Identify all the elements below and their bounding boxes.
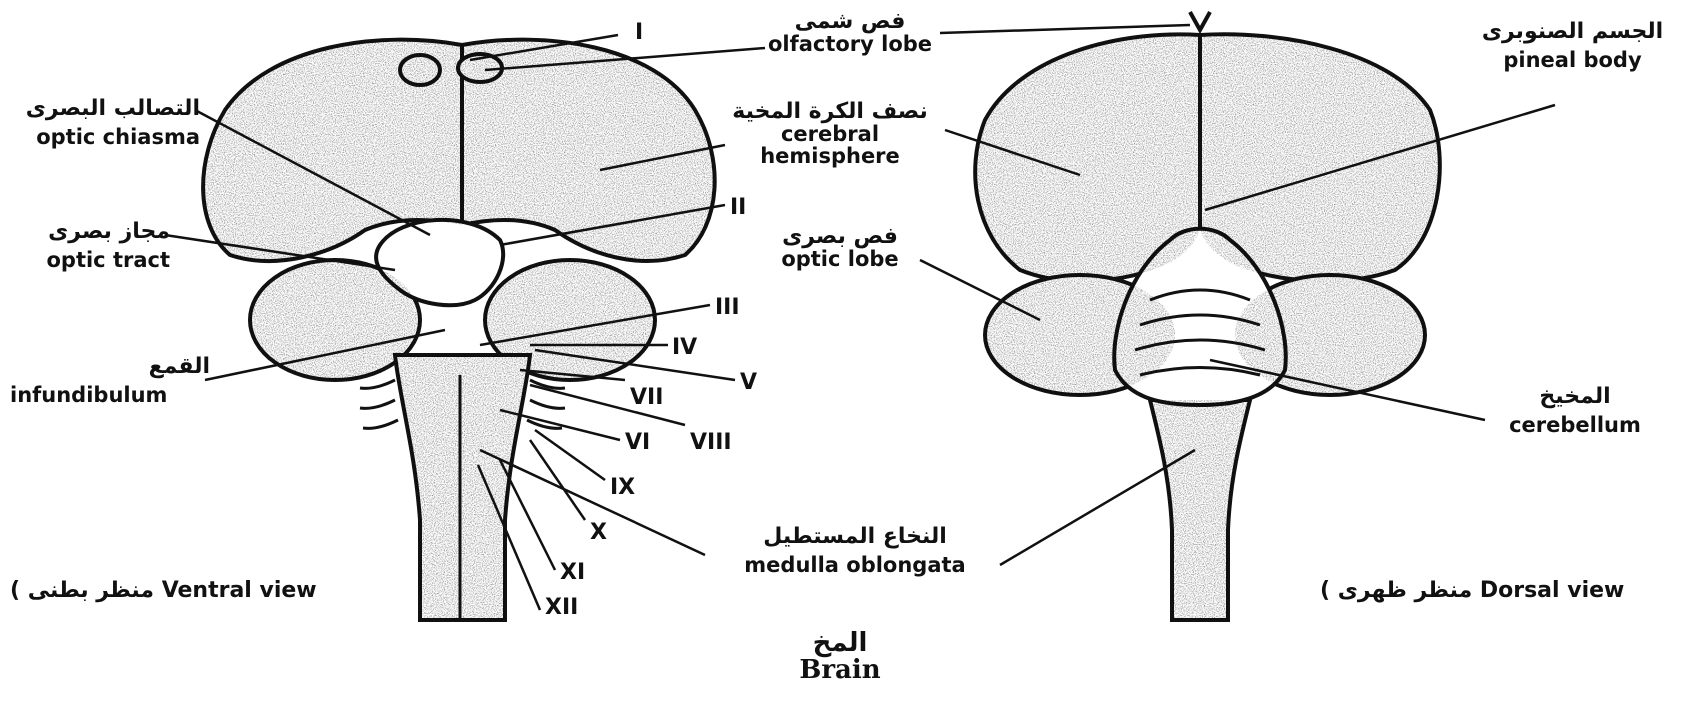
label-optic-chiasma: التصالب البصرى optic chiasma	[10, 97, 200, 148]
label-medulla-oblongata: النخاع المستطيل medulla oblongata	[705, 525, 1005, 576]
pineal-body-ar: الجسم الصنوبرى	[1465, 20, 1680, 43]
label-infundibulum: القمع infundibulum	[10, 355, 210, 406]
pineal-body-en: pineal body	[1465, 49, 1680, 71]
nerve-label-I: I	[635, 20, 643, 45]
nerve-label-II: II	[730, 195, 746, 220]
nerve-label-XI: XI	[560, 560, 585, 585]
title-en: Brain	[770, 657, 910, 684]
cerebral-hemisphere-en1: cerebral	[725, 123, 935, 145]
olfactory-lobe-en: olfactory lobe	[755, 33, 945, 55]
nerve-label-XII: XII	[545, 595, 578, 620]
label-olfactory-lobe: فص شمى olfactory lobe	[755, 10, 945, 55]
optic-chiasma-en: optic chiasma	[10, 126, 200, 148]
cerebral-hemisphere-ar: نصف الكرة المخية	[725, 100, 935, 123]
nerve-label-VI: VI	[625, 430, 650, 455]
diagram-title: المخ Brain	[770, 630, 910, 685]
title-ar: المخ	[770, 630, 910, 657]
nerve-label-VIII: VIII	[690, 430, 732, 455]
olfactory-lobe-ar: فص شمى	[755, 10, 945, 33]
optic-chiasma-ar: التصالب البصرى	[10, 97, 200, 120]
nerve-label-VII: VII	[630, 385, 663, 410]
label-cerebellum: المخيخ cerebellum	[1490, 385, 1660, 436]
nerve-label-III: III	[715, 295, 740, 320]
label-optic-lobe: فص بصرى optic lobe	[765, 225, 915, 270]
cerebellum-ar: المخيخ	[1490, 385, 1660, 408]
medulla-oblongata-en: medulla oblongata	[705, 554, 1005, 576]
dorsal-view-caption: ( منظر ظهرى Dorsal view	[1320, 578, 1624, 603]
ventral-view-caption: ( منظر بطنى Ventral view	[10, 578, 317, 603]
label-optic-tract: مجاز بصرى optic tract	[10, 220, 170, 271]
nerve-label-V: V	[740, 370, 757, 395]
infundibulum-en: infundibulum	[10, 384, 210, 406]
optic-tract-en: optic tract	[10, 249, 170, 271]
cerebral-hemisphere-en2: hemisphere	[725, 145, 935, 167]
medulla-oblongata-ar: النخاع المستطيل	[705, 525, 1005, 548]
label-cerebral-hemisphere: نصف الكرة المخية cerebral hemisphere	[725, 100, 935, 167]
nerve-label-X: X	[590, 520, 607, 545]
nerve-label-IV: IV	[672, 335, 697, 360]
label-pineal-body: الجسم الصنوبرى pineal body	[1465, 20, 1680, 71]
cerebellum-en: cerebellum	[1490, 414, 1660, 436]
pineal-tip	[1190, 12, 1210, 30]
optic-lobe-ar: فص بصرى	[765, 225, 915, 248]
infundibulum-ar: القمع	[10, 355, 210, 378]
nerve-label-IX: IX	[610, 475, 635, 500]
optic-lobe-en: optic lobe	[765, 248, 915, 270]
optic-tract-ar: مجاز بصرى	[10, 220, 170, 243]
